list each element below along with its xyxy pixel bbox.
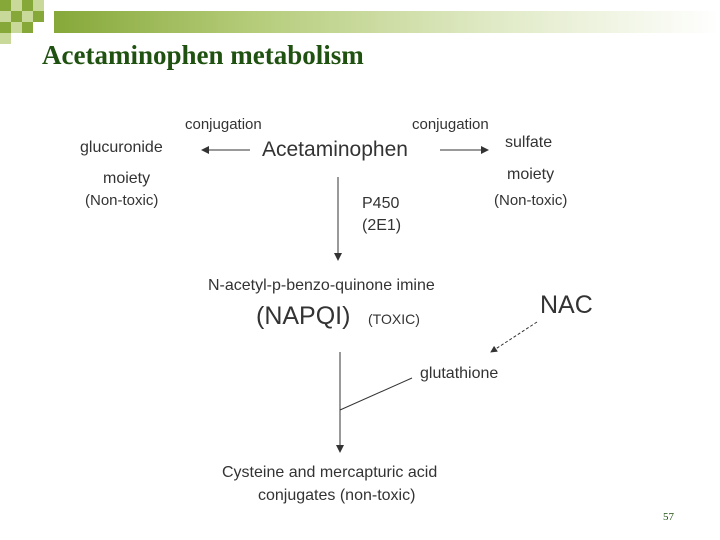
left-conjugation-label: conjugation (185, 116, 262, 133)
sulfate-nontoxic-note: (Non-toxic) (494, 192, 568, 209)
right-conjugation-label: conjugation (412, 116, 489, 133)
corner-square (0, 33, 11, 44)
corner-square (22, 22, 33, 33)
sulfate-label: sulfate (505, 134, 553, 151)
corner-square (22, 0, 33, 11)
corner-square (0, 11, 11, 22)
conjugates-line1: Cysteine and mercapturic acid (222, 464, 438, 481)
enzyme-isoform-label: (2E1) (362, 217, 402, 234)
corner-square (33, 11, 44, 22)
corner-square (0, 22, 11, 33)
enzyme-label: P450 (362, 195, 400, 212)
corner-square (11, 0, 22, 11)
conjugates-line2: conjugates (non-toxic) (258, 487, 416, 504)
corner-square (22, 11, 33, 22)
acetaminophen-label: Acetaminophen (262, 138, 408, 161)
glutathione-label: glutathione (420, 365, 499, 382)
nac-label: NAC (540, 291, 593, 319)
header-gradient-bar (54, 11, 720, 33)
napqi-full-name: N-acetyl-p-benzo-quinone imine (208, 277, 435, 294)
nac-dashed-arrow (490, 321, 538, 353)
corner-square (11, 11, 22, 22)
napqi-abbrev: (NAPQI) (256, 302, 351, 330)
page-number: 57 (663, 511, 674, 523)
toxic-label: (TOXIC) (368, 311, 420, 327)
corner-square (33, 0, 44, 11)
glucuronide-nontoxic-note: (Non-toxic) (85, 192, 159, 209)
sulfate-moiety-label: moiety (507, 166, 555, 183)
glutathione-join-line (339, 377, 413, 411)
glucuronide-label: glucuronide (80, 139, 163, 156)
corner-square (0, 0, 11, 11)
corner-square (11, 22, 22, 33)
glucuronide-moiety-label: moiety (103, 170, 151, 187)
slide-title: Acetaminophen metabolism (42, 40, 364, 70)
